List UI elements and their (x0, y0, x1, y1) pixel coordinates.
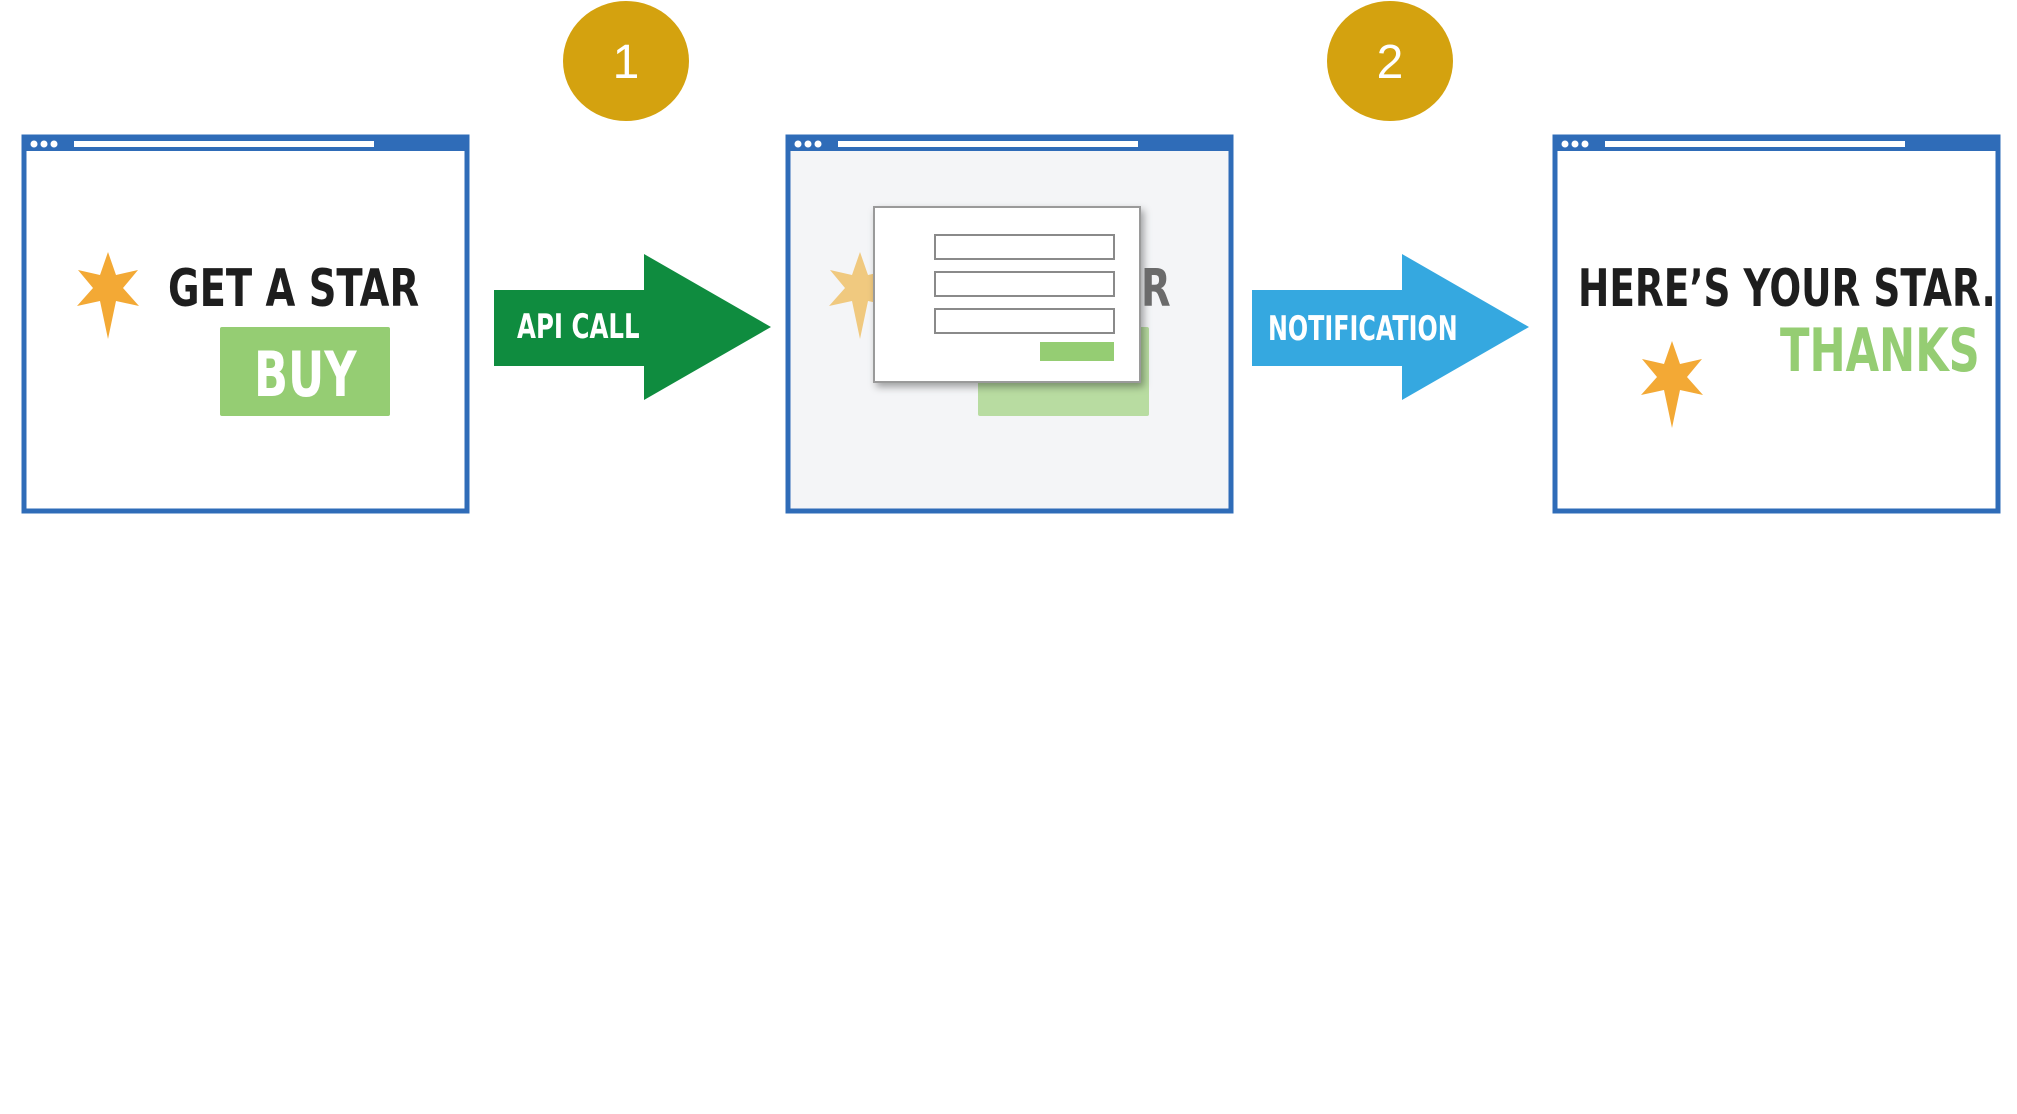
step-number-1: 1 (613, 36, 640, 89)
browser-window-get-star (21, 134, 470, 514)
dialog-field-1 (934, 234, 1115, 260)
dialog-submit-bar (1040, 342, 1114, 361)
step-number-2: 2 (1377, 36, 1404, 89)
browser-window-thanks (1552, 134, 2001, 514)
buy-button (220, 327, 390, 416)
notification-label: NOTIFICATION (1268, 309, 1458, 349)
star-icon (1641, 341, 1703, 428)
headline-fragment: R (1141, 259, 1171, 319)
thanks-label: THANKS (1780, 316, 1980, 386)
dialog-field-2 (934, 271, 1115, 297)
buy-label: BUY (254, 338, 357, 411)
api-call-arrow (494, 254, 771, 400)
browser-window-checkout (785, 134, 1234, 514)
get-a-star-headline: GET A STAR (168, 259, 420, 319)
star-icon (77, 252, 139, 339)
step-badge-1: 1 (563, 1, 689, 121)
heres-your-star-headline: HERE’S YOUR STAR. (1578, 259, 1996, 319)
api-call-label: API CALL (517, 307, 640, 347)
step-badge-2: 2 (1327, 1, 1453, 121)
dialog-field-3 (934, 308, 1115, 334)
notification-arrow (1252, 254, 1529, 400)
